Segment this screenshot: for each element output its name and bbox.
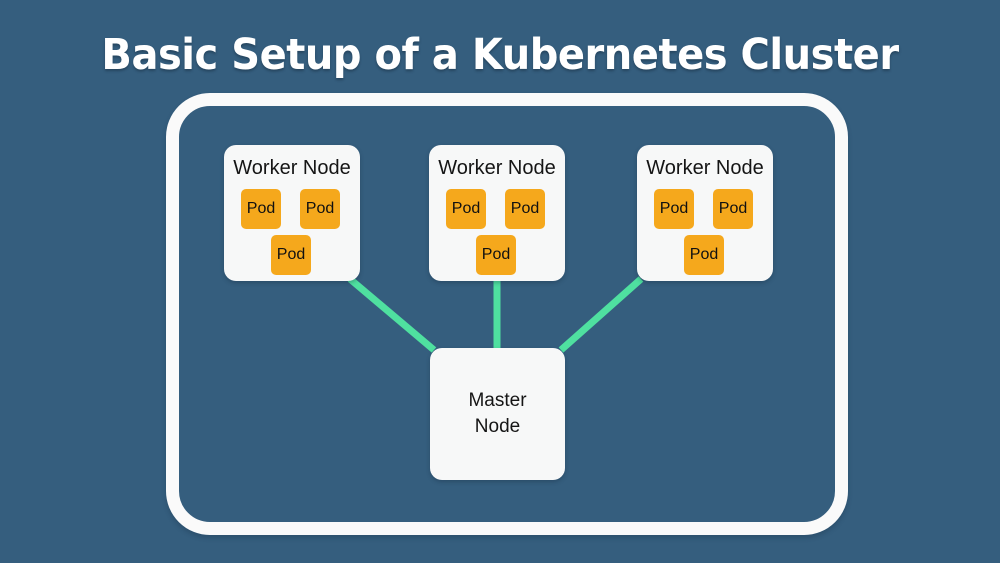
worker-node-3-pod-3[interactable]: Pod [684,235,724,275]
kubernetes-cluster-frame [166,93,848,535]
worker-node-2-label: Worker Node [438,157,556,179]
worker-node-3-pod-2[interactable]: Pod [713,189,753,229]
worker-node-2[interactable]: Worker Node Pod Pod Pod [429,145,565,281]
master-node-label: Master Node [468,390,527,437]
worker-node-2-pod-2[interactable]: Pod [505,189,545,229]
worker-node-1-pod-1[interactable]: Pod [241,189,281,229]
master-node[interactable]: Master Node [430,348,565,480]
worker-node-3-label: Worker Node [646,157,764,179]
worker-node-2-pod-1[interactable]: Pod [446,189,486,229]
worker-node-1-pod-2[interactable]: Pod [300,189,340,229]
worker-node-3[interactable]: Worker Node Pod Pod Pod [637,145,773,281]
page-title: Basic Setup of a Kubernetes Cluster [101,30,899,80]
worker-node-1-label: Worker Node [233,157,351,179]
worker-node-3-pod-1[interactable]: Pod [654,189,694,229]
worker-node-2-pod-3[interactable]: Pod [476,235,516,275]
worker-node-1[interactable]: Worker Node Pod Pod Pod [224,145,360,281]
worker-node-1-pod-3[interactable]: Pod [271,235,311,275]
